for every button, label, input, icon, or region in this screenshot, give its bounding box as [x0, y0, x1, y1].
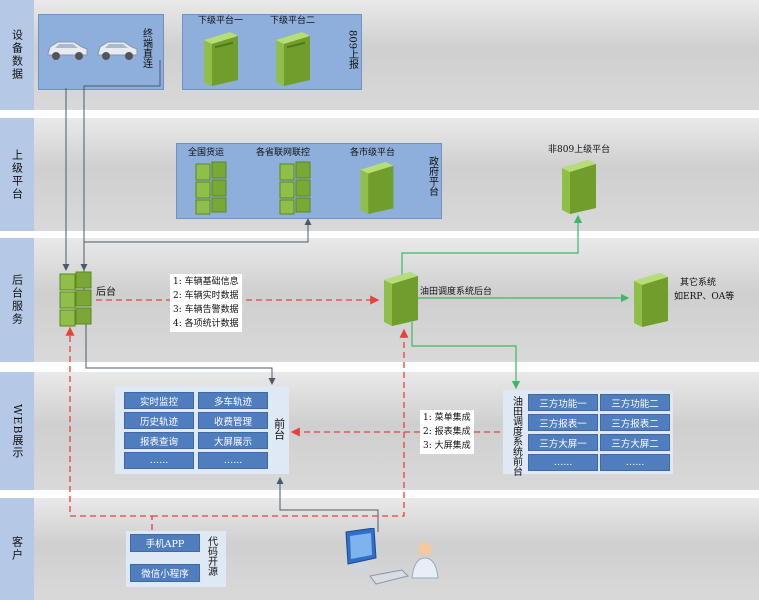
backend-data-item: 2: 车辆实时数据: [173, 291, 239, 301]
oilfield-backend-label: 油田调度系统后台: [420, 287, 493, 297]
row-label-device-text: 设备数据: [10, 29, 24, 81]
line-oilfield-to-front: [411, 322, 521, 390]
mobile-app-button[interactable]: 手机APP: [130, 534, 200, 552]
row-label-upper-text: 上级平台: [10, 148, 24, 201]
server-icon: [562, 160, 596, 214]
row-label-client-text: 客户: [10, 536, 24, 562]
line-client-to-oilfield: [152, 328, 409, 517]
menu-realtime-monitor[interactable]: 实时监控: [124, 392, 194, 409]
integration-item: 2: 报表集成: [423, 427, 471, 437]
city-platform-label: 各市级平台: [350, 148, 396, 158]
third-party-report-2[interactable]: 三方报表二: [600, 414, 670, 431]
server-cluster-icon: [195, 161, 227, 215]
open-source-label: 代码开源: [205, 536, 217, 576]
user-icon: [411, 542, 439, 579]
line-user-to-front: [276, 477, 379, 532]
third-party-function-2[interactable]: 三方功能二: [600, 394, 670, 411]
row-label-web: WEB展示: [0, 372, 34, 490]
backend-data-list: 1: 车辆基础信息 2: 车辆实时数据 3: 车辆告警数据 4: 各项统计数据: [170, 274, 242, 332]
third-party-report-1[interactable]: 三方报表一: [528, 414, 598, 431]
sub-platform-1-label: 下级平台一: [198, 16, 244, 26]
backend-data-item: 1: 车辆基础信息: [173, 277, 239, 287]
terminal-label: 终端直连: [140, 28, 152, 68]
row-label-backend-text: 后台服务: [10, 274, 24, 326]
server-icon: [204, 32, 238, 86]
other-system-label: 其它系统: [680, 278, 717, 288]
row-label-client: 客户: [0, 498, 34, 600]
computer-icon: [345, 528, 409, 585]
menu-history-track[interactable]: 历史轨迹: [124, 412, 194, 429]
front-label: 前台: [272, 418, 286, 440]
national-freight-label: 全国货运: [188, 148, 225, 158]
row-label-web-text: WEB展示: [11, 403, 24, 459]
row-label-backend: 后台服务: [0, 238, 34, 362]
oilfield-front-label: 油田调度系统前台: [510, 396, 522, 476]
third-party-more-1[interactable]: …...: [528, 454, 598, 471]
backend-data-item: 3: 车辆告警数据: [173, 305, 239, 315]
gov-platform-label: 政府平台: [426, 156, 438, 196]
line-oilfield-to-non809: [401, 214, 583, 282]
menu-fee-management[interactable]: 收费管理: [198, 412, 268, 429]
server-cluster-icon: [279, 161, 311, 215]
car-icon: [47, 41, 88, 60]
sub-platform-2-label: 下级平台二: [270, 16, 316, 26]
line-backend-to-front: [85, 322, 276, 385]
backend-data-item: 4: 各项统计数据: [173, 319, 239, 329]
menu-big-screen[interactable]: 大屏展示: [198, 432, 268, 449]
menu-report-query[interactable]: 报表查询: [124, 432, 194, 449]
oilfield-backend-server-icon: [384, 272, 418, 326]
third-party-more-2[interactable]: …...: [600, 454, 670, 471]
backend-label: 后台: [96, 287, 116, 298]
row-label-device: 设备数据: [0, 0, 34, 110]
row-label-upper: 上级平台: [0, 118, 34, 231]
third-party-screen-2[interactable]: 三方大屏二: [600, 434, 670, 451]
line-client-to-backend: [65, 326, 153, 530]
server-icon: [276, 32, 310, 86]
server-icon: [360, 161, 394, 214]
integration-list: 1: 菜单集成 2: 报表集成 3: 大屏集成: [420, 410, 474, 454]
line-subplatform-to-backend: [80, 60, 161, 271]
provincial-label: 各省联网联控: [256, 148, 311, 158]
integration-item: 3: 大屏集成: [423, 441, 471, 451]
report-809-label: 809上报: [346, 30, 358, 70]
third-party-screen-1[interactable]: 三方大屏一: [528, 434, 598, 451]
menu-multi-vehicle-track[interactable]: 多车轨迹: [198, 392, 268, 409]
third-party-function-1[interactable]: 三方功能一: [528, 394, 598, 411]
wechat-miniprogram-button[interactable]: 微信小程序: [130, 564, 200, 582]
backend-server-cluster-icon: [59, 271, 92, 327]
other-system-server-icon: [634, 273, 668, 327]
integration-item: 1: 菜单集成: [423, 413, 471, 423]
other-system-examples: 如ERP、OA等: [674, 292, 735, 302]
menu-more-1[interactable]: …...: [124, 452, 194, 469]
car-icon: [97, 41, 138, 60]
menu-more-2[interactable]: …...: [198, 452, 268, 469]
non809-label: 非809上级平台: [548, 145, 611, 155]
